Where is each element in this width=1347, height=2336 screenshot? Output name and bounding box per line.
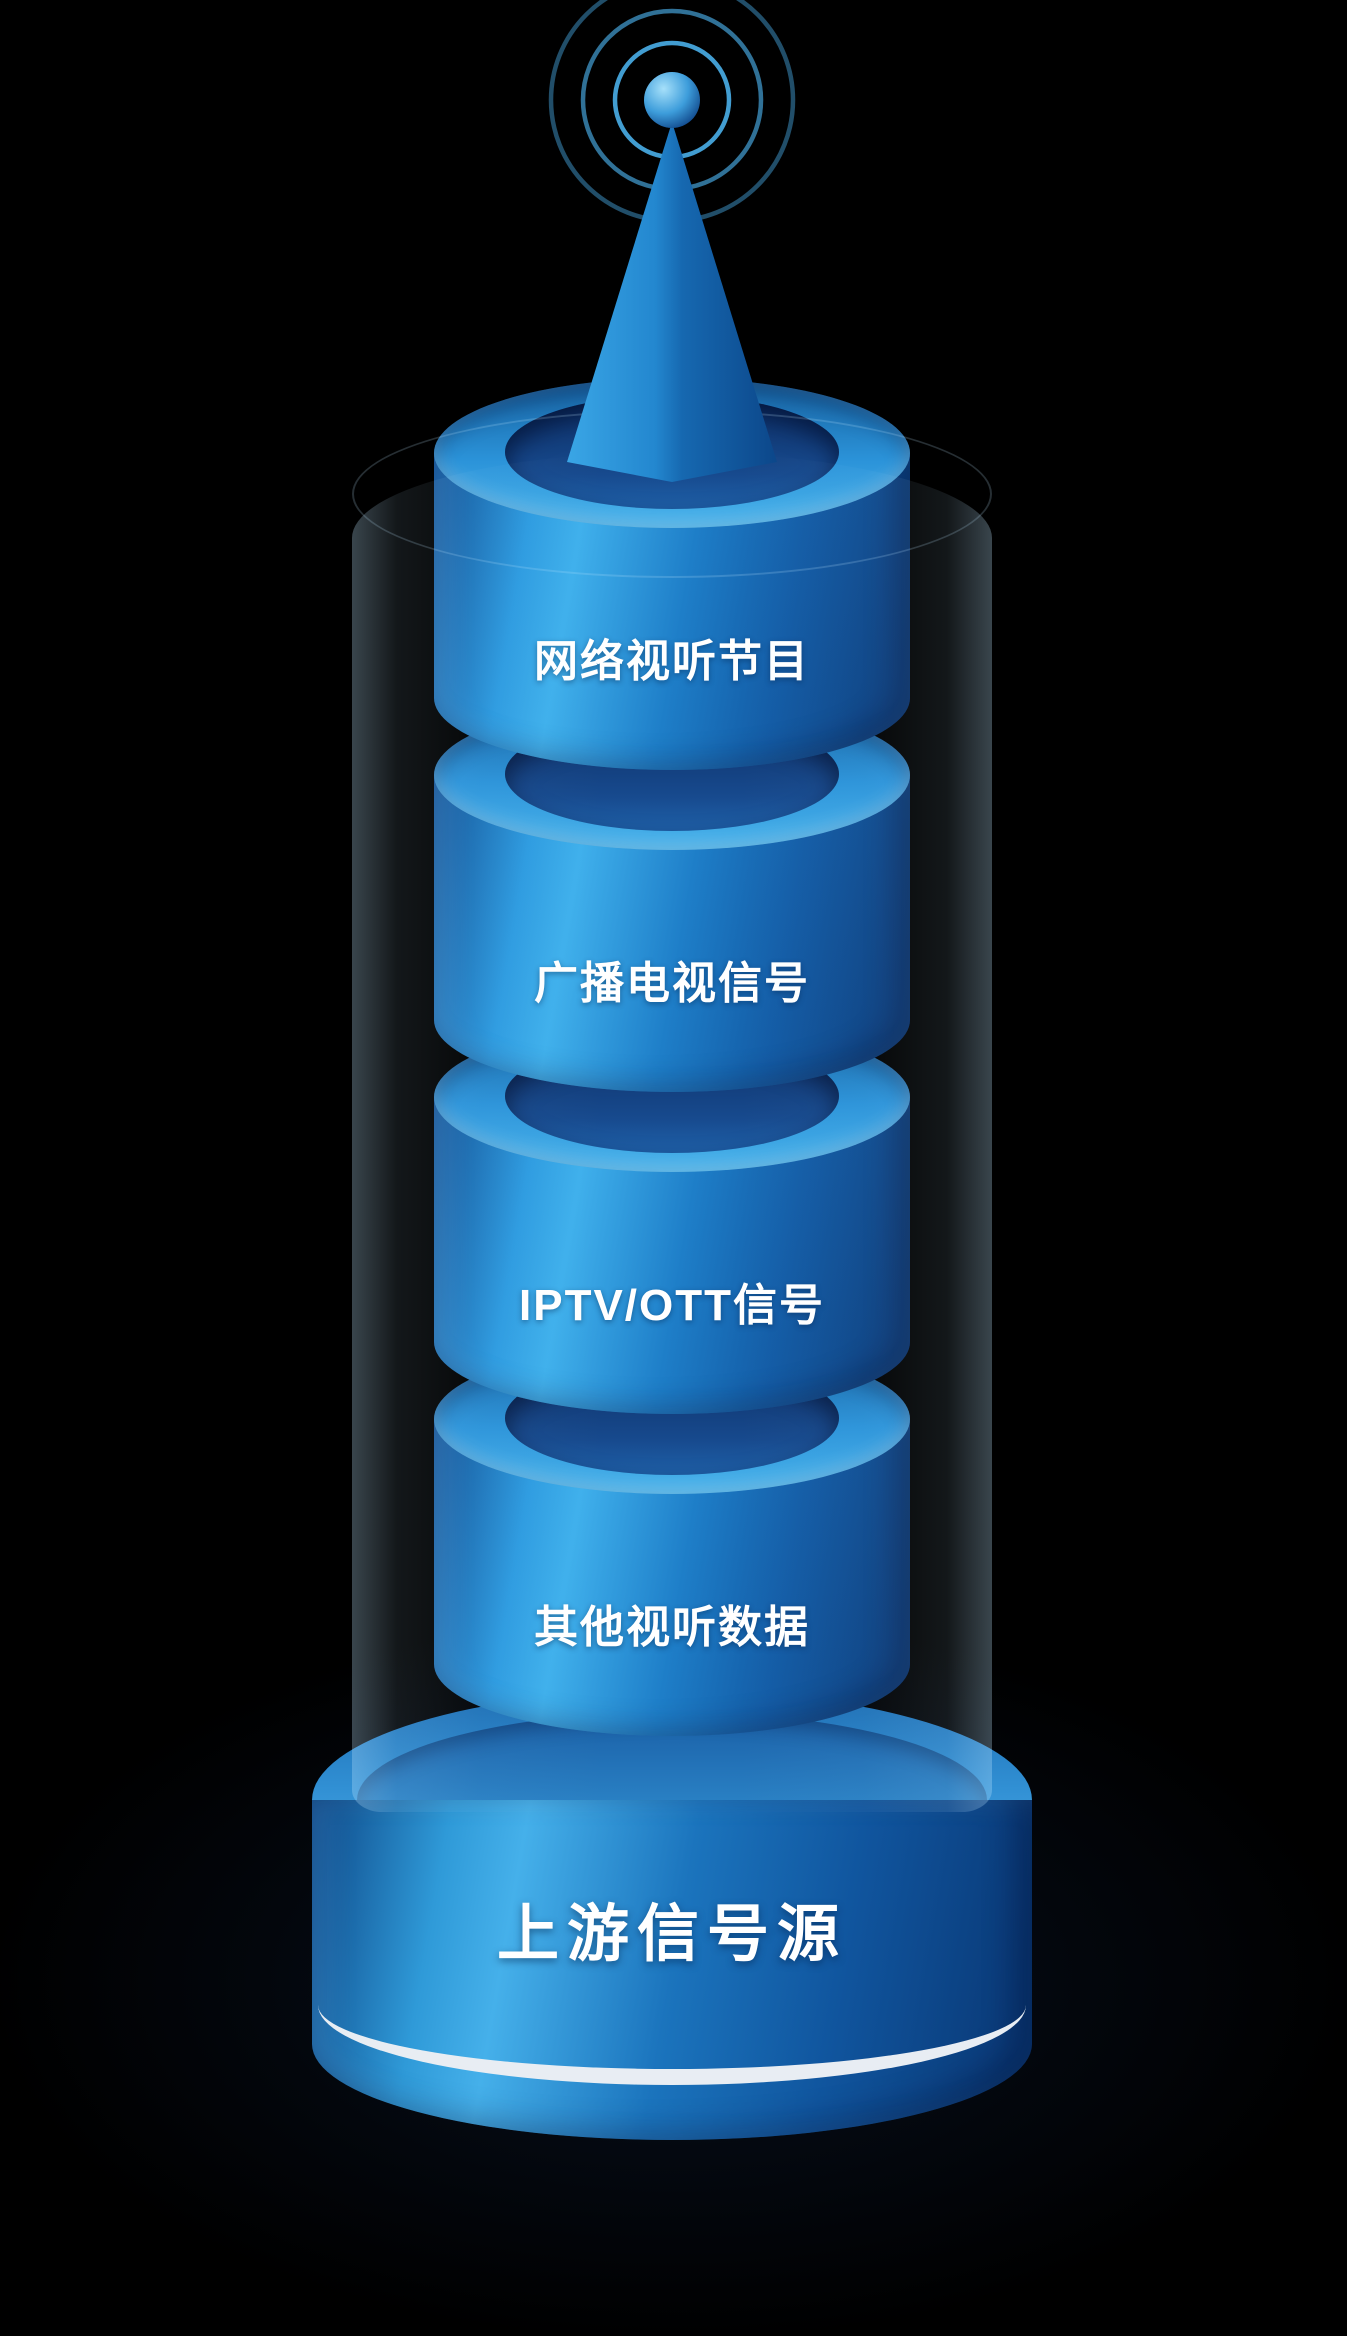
- segment-label: 其他视听数据: [534, 1603, 810, 1652]
- cylinder-top: [434, 378, 910, 528]
- segment-label: 网络视听节目: [534, 637, 810, 686]
- antenna-ball: [644, 72, 700, 128]
- signal-waves-icon: [548, 0, 796, 224]
- cylinder-recess: [505, 395, 839, 509]
- segment-label: 广播电视信号: [534, 959, 810, 1008]
- base-label: 上游信号源: [496, 1900, 847, 1969]
- segment-label: IPTV/OTT信号: [519, 1281, 825, 1330]
- cylinder-segment-network-programs: 网络视听节目: [434, 378, 910, 858]
